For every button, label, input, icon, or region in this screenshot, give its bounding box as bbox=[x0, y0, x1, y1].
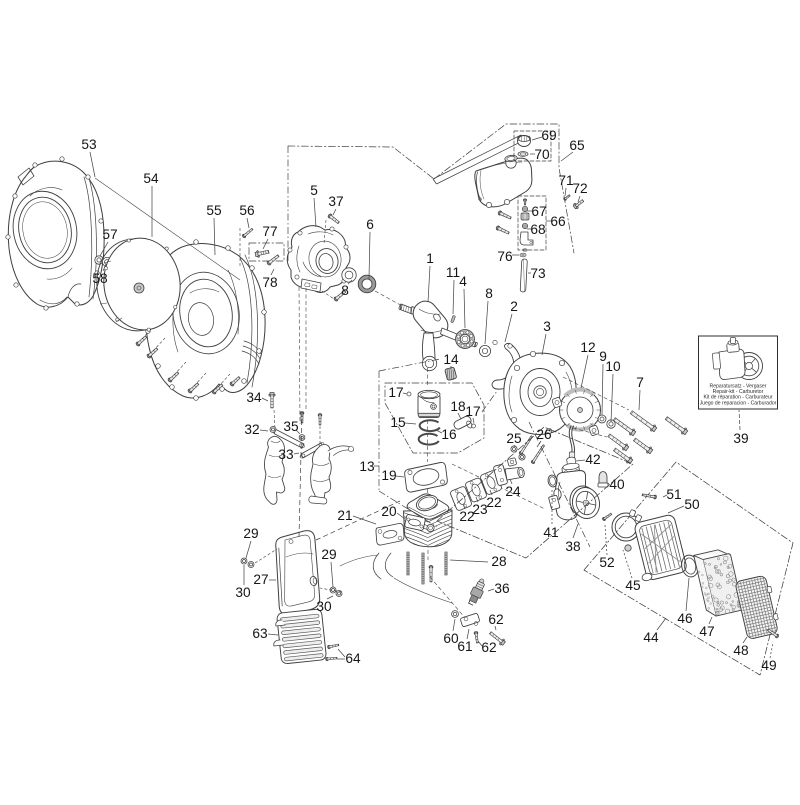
svg-text:47: 47 bbox=[699, 624, 714, 639]
svg-text:55: 55 bbox=[206, 203, 222, 218]
svg-text:Juego de reparacion - Carburad: Juego de reparacion - Carburador bbox=[700, 400, 777, 406]
svg-text:50: 50 bbox=[684, 497, 700, 512]
svg-text:20: 20 bbox=[381, 504, 397, 519]
svg-text:30: 30 bbox=[316, 599, 332, 614]
svg-text:35: 35 bbox=[283, 419, 299, 434]
svg-text:40: 40 bbox=[609, 477, 625, 492]
svg-text:53: 53 bbox=[81, 137, 97, 152]
svg-text:16: 16 bbox=[441, 427, 457, 442]
svg-text:38: 38 bbox=[565, 539, 581, 554]
svg-text:39: 39 bbox=[733, 431, 748, 446]
svg-text:48: 48 bbox=[733, 643, 749, 658]
svg-text:52: 52 bbox=[599, 555, 614, 570]
svg-text:78: 78 bbox=[262, 275, 278, 290]
svg-text:54: 54 bbox=[143, 171, 159, 186]
svg-text:27: 27 bbox=[253, 572, 268, 587]
svg-text:8: 8 bbox=[485, 286, 493, 301]
svg-text:8: 8 bbox=[341, 283, 349, 298]
svg-text:64: 64 bbox=[345, 651, 361, 666]
svg-text:14: 14 bbox=[443, 352, 459, 367]
svg-text:56: 56 bbox=[239, 203, 255, 218]
svg-text:6: 6 bbox=[366, 217, 374, 232]
svg-text:65: 65 bbox=[569, 138, 585, 153]
svg-text:3: 3 bbox=[543, 319, 551, 334]
svg-text:30: 30 bbox=[235, 585, 251, 600]
svg-text:12: 12 bbox=[580, 340, 595, 355]
svg-text:58: 58 bbox=[92, 271, 108, 286]
svg-text:17: 17 bbox=[388, 385, 403, 400]
svg-text:77: 77 bbox=[262, 224, 277, 239]
svg-text:70: 70 bbox=[534, 147, 550, 162]
svg-text:22: 22 bbox=[486, 495, 501, 510]
svg-text:63: 63 bbox=[252, 626, 268, 641]
svg-text:36: 36 bbox=[494, 581, 510, 596]
svg-text:13: 13 bbox=[359, 459, 375, 474]
svg-text:7: 7 bbox=[636, 375, 644, 390]
svg-text:73: 73 bbox=[530, 266, 546, 281]
svg-text:10: 10 bbox=[605, 359, 621, 374]
svg-text:24: 24 bbox=[505, 484, 521, 499]
svg-text:62: 62 bbox=[488, 612, 503, 627]
svg-text:25: 25 bbox=[506, 431, 522, 446]
svg-text:49: 49 bbox=[761, 658, 776, 673]
svg-text:71: 71 bbox=[558, 173, 573, 188]
svg-text:26: 26 bbox=[536, 427, 552, 442]
svg-text:41: 41 bbox=[543, 525, 558, 540]
svg-text:29: 29 bbox=[243, 526, 258, 541]
svg-text:11: 11 bbox=[446, 265, 460, 280]
svg-text:69: 69 bbox=[541, 128, 556, 143]
svg-text:17: 17 bbox=[465, 404, 480, 419]
svg-text:68: 68 bbox=[530, 222, 546, 237]
svg-text:32: 32 bbox=[244, 422, 259, 437]
svg-text:34: 34 bbox=[246, 390, 262, 405]
svg-text:72: 72 bbox=[572, 181, 587, 196]
svg-text:2: 2 bbox=[510, 299, 518, 314]
svg-text:44: 44 bbox=[643, 630, 659, 645]
svg-text:4: 4 bbox=[459, 274, 467, 289]
svg-text:61: 61 bbox=[457, 639, 472, 654]
svg-text:15: 15 bbox=[390, 415, 406, 430]
svg-text:21: 21 bbox=[337, 508, 352, 523]
svg-text:5: 5 bbox=[310, 183, 318, 198]
svg-text:28: 28 bbox=[491, 554, 507, 569]
svg-text:37: 37 bbox=[328, 194, 343, 209]
svg-text:45: 45 bbox=[625, 578, 641, 593]
svg-text:62: 62 bbox=[481, 640, 496, 655]
svg-text:18: 18 bbox=[450, 399, 466, 414]
svg-text:66: 66 bbox=[550, 214, 566, 229]
svg-text:1: 1 bbox=[426, 251, 434, 266]
svg-text:29: 29 bbox=[321, 547, 336, 562]
svg-text:33: 33 bbox=[278, 447, 294, 462]
svg-text:57: 57 bbox=[102, 227, 117, 242]
svg-text:42: 42 bbox=[585, 452, 600, 467]
svg-text:19: 19 bbox=[381, 468, 396, 483]
svg-text:76: 76 bbox=[497, 249, 513, 264]
svg-text:46: 46 bbox=[677, 611, 693, 626]
svg-text:51: 51 bbox=[666, 487, 681, 502]
svg-text:67: 67 bbox=[531, 204, 546, 219]
